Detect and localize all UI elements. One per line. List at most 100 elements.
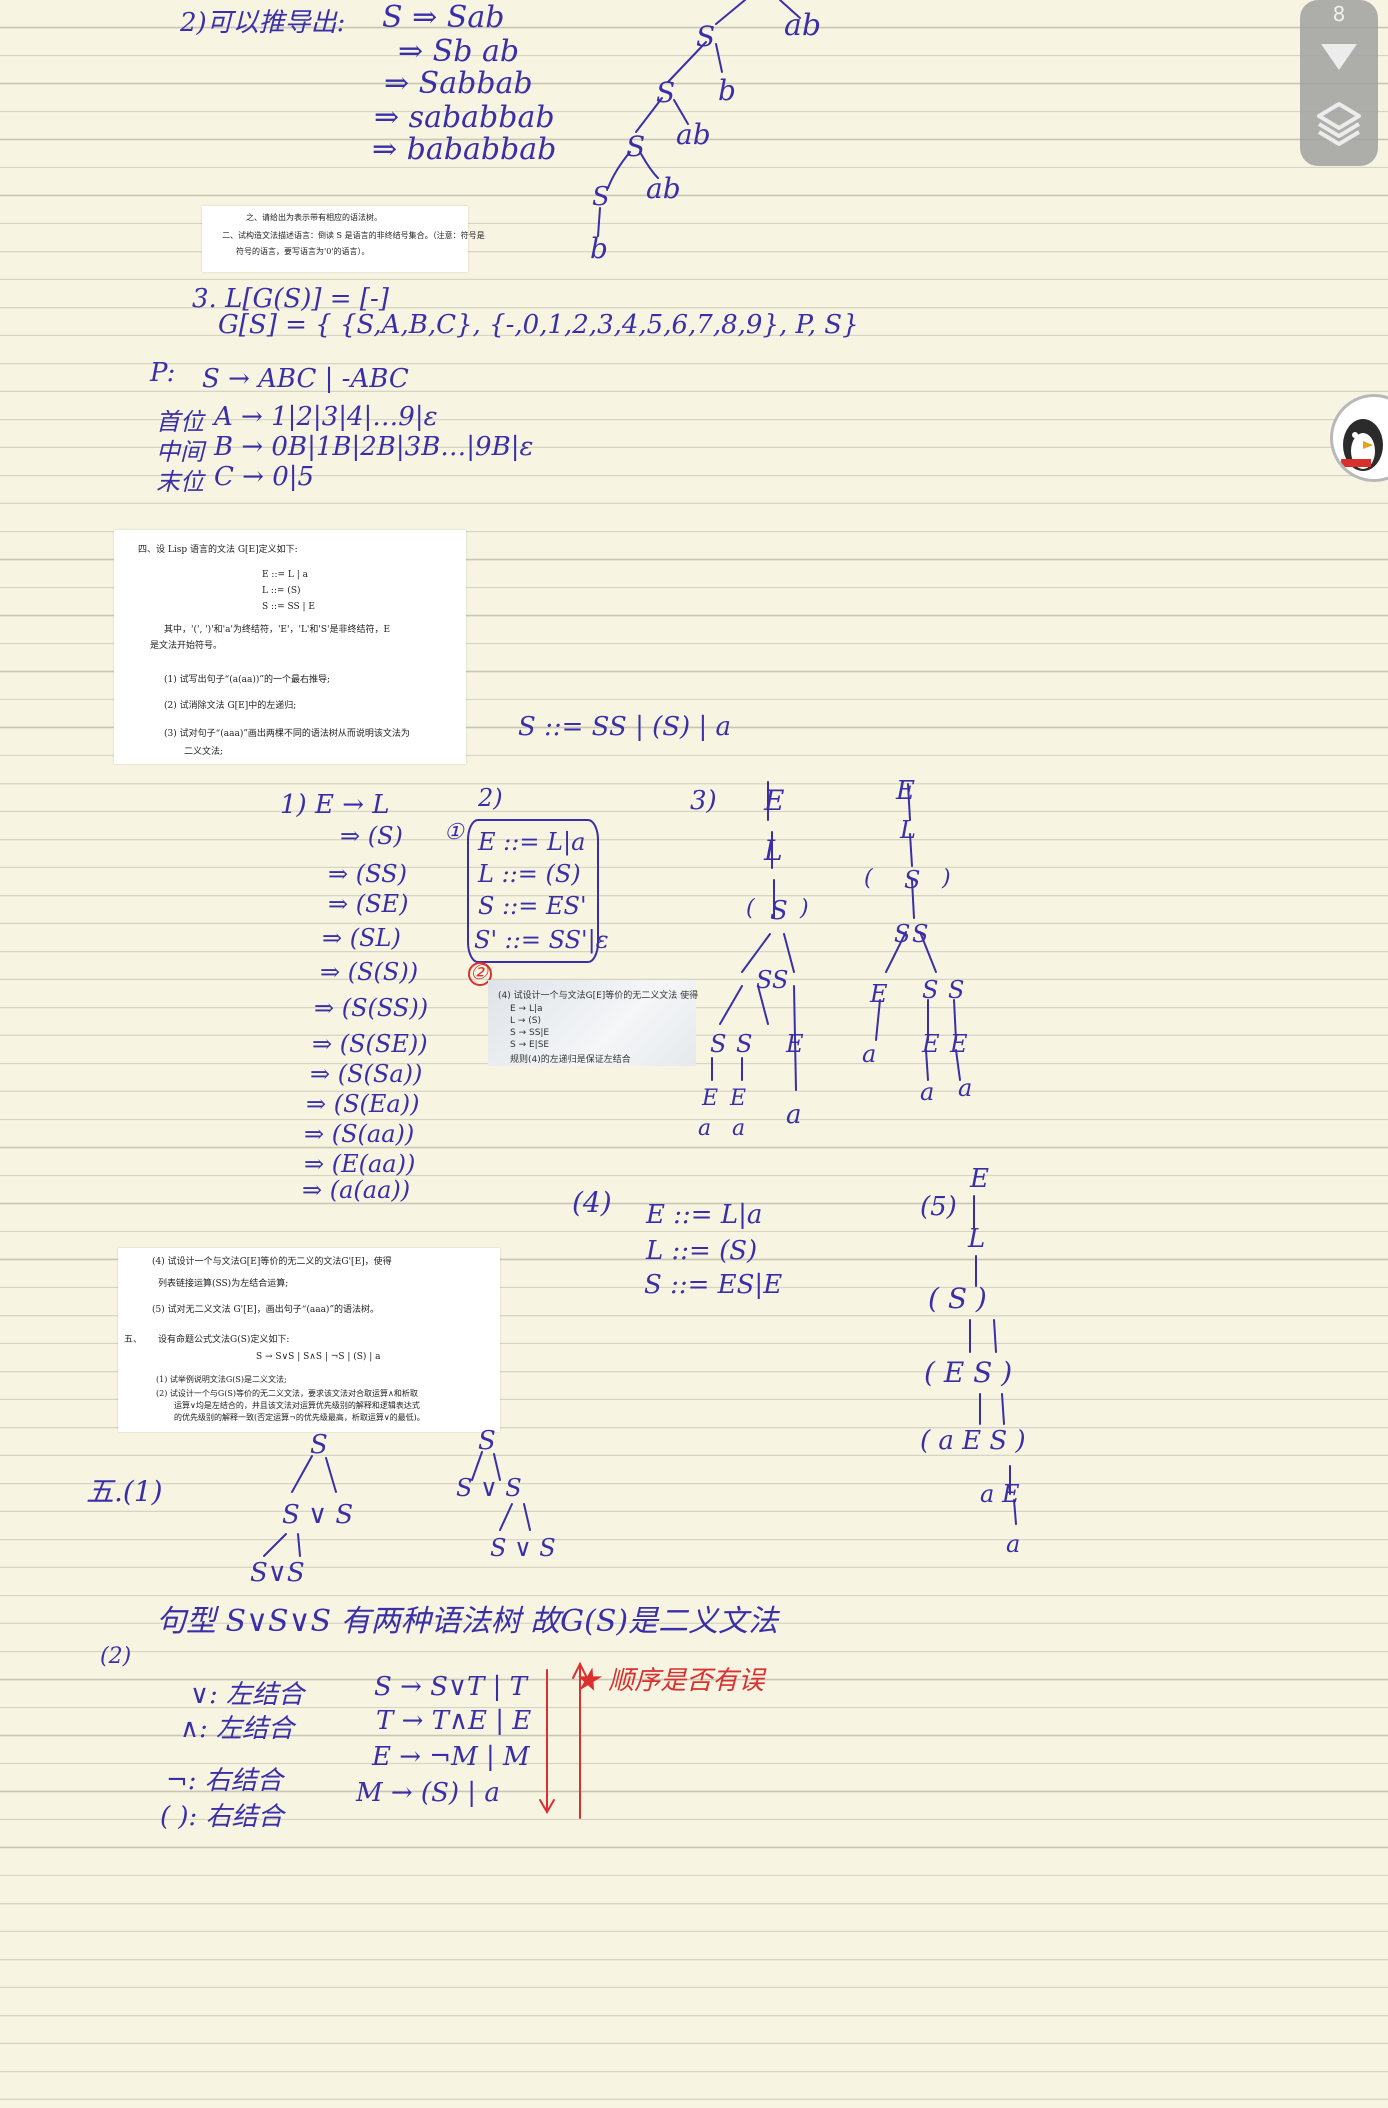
tree-node: b <box>590 232 608 265</box>
tree-node: ( a E S ) <box>920 1426 1026 1456</box>
tree-node: S <box>772 966 789 994</box>
photo-text: S → E|SE <box>510 1040 550 1050</box>
p3-production-3: B → 0B|1B|2B|3B…|9B|ε <box>214 432 534 462</box>
tree-node: S ∨ S <box>456 1474 522 1502</box>
clip-text: (2) 试消除文法 G[E]中的左递归; <box>164 701 297 711</box>
tree-node: S <box>912 920 929 948</box>
tree-node: ( <box>864 866 873 891</box>
q2-circle-1: ① <box>444 820 464 845</box>
clip-text: 符号的语言，要写语言为'0'的语言）。 <box>236 247 370 256</box>
derivation-line-5: ⇒ bababbab <box>372 132 557 167</box>
p3-production-1: S → ABC | -ABC <box>202 364 409 394</box>
p3-side-mark: 末位 <box>156 468 204 496</box>
clip-text: S ::= SS | E <box>262 602 315 612</box>
tree-node: S ∨ S <box>490 1534 556 1562</box>
clip-text: E ::= L | a <box>262 570 308 580</box>
tree-node: L <box>764 834 783 867</box>
derivation-line-1: S ⇒ Sab <box>382 0 505 35</box>
pasted-question-clip-3: (4) 试设计一个与文法G[E]等价的无二义的文法G'[E]，使得 列表链接运算… <box>118 1248 500 1432</box>
tree-node: ) <box>800 896 809 921</box>
tree-node: E <box>730 1086 747 1111</box>
clip-text: (5) 试对无二义文法 G'[E]，画出句子“(aaa)”的语法树。 <box>152 1305 380 1315</box>
tree-node: a <box>920 1078 935 1106</box>
tree-node: S <box>656 76 676 109</box>
q1-step: ⇒ (S(S)) <box>320 958 419 986</box>
tree-node: a <box>732 1116 746 1141</box>
tree-node: a <box>786 1100 802 1130</box>
tree-node: a <box>698 1116 712 1141</box>
q1-step: ⇒ (SL) <box>322 924 401 952</box>
pasted-question-clip-1: 之、请给出为表示带有相应的语法树。 二、试构造文法描述语言：倒读 S 是语言的非… <box>202 206 485 272</box>
tree-node: S <box>770 896 788 926</box>
assoc-item: ¬: 右结合 <box>166 1766 283 1796</box>
clip-text: 二、试构造文法描述语言：倒读 S 是语言的非终结号集合。（注意：符号是 <box>222 231 485 240</box>
five-label: 五.(1) <box>86 1475 163 1508</box>
p3-p-label: P: <box>150 358 176 388</box>
tree-node: S <box>592 182 610 212</box>
production: E → ¬M | M <box>372 1742 530 1772</box>
tree-node: S <box>626 130 646 163</box>
photo-text: S → SS|E <box>510 1028 550 1038</box>
derivation-line-2: ⇒ Sb ab <box>398 34 520 69</box>
clip-text: (4) 试设计一个与文法G[E]等价的无二义的文法G'[E]，使得 <box>152 1257 392 1267</box>
q2-rule-3: S ::= ES' <box>478 892 587 920</box>
clip-text: 的优先级别的解释一致(否定运算¬的优先级最高，析取运算∨的最低)。 <box>174 1413 425 1422</box>
tree-node: ) <box>942 866 951 891</box>
q1-step: ⇒ (S) <box>340 822 403 850</box>
tree-node: S ∨ S <box>282 1500 354 1530</box>
p3-language: 3. L[G(S)] = [-] <box>192 284 389 314</box>
clip-text: (1) 试举例说明文法G(S)是二义文法; <box>156 1375 287 1384</box>
q1-step: ⇒ (S(SS)) <box>314 994 429 1022</box>
photo-text: (4) 试设计一个与文法G[E]等价的无二义文法 使得 <box>498 991 699 1001</box>
clip-text: 设有命题公式文法G(S)定义如下: <box>158 1335 290 1345</box>
pasted-question-clip-2: 四、设 Lisp 语言的文法 G[E]定义如下: E ::= L | a L :… <box>114 530 466 764</box>
tree-node: b <box>718 74 736 107</box>
layers-icon[interactable] <box>1314 98 1364 148</box>
photo-text: 规则(4)的左递归是保证左结合 <box>510 1055 631 1065</box>
tree-node: S <box>310 1430 328 1460</box>
p3-side-mark: 首位 <box>156 408 204 436</box>
tree-node: S <box>756 966 773 994</box>
q2-label: 2) <box>478 784 503 812</box>
clip-text: 四、设 Lisp 语言的文法 G[E]定义如下: <box>138 545 298 555</box>
q2-rule-1: E ::= L|a <box>478 828 586 856</box>
clip-text: 运算∨均是左结合的，并且该文法对运算优先级别的解释和逻辑表达式 <box>174 1401 420 1410</box>
tree-node: L <box>968 1224 986 1254</box>
pasted-photo: (4) 试设计一个与文法G[E]等价的无二义文法 使得 E → L|a L → … <box>488 980 699 1066</box>
clip-text: S → S∨S | S∧S | ¬S | (S) | a <box>256 1352 381 1362</box>
q5-label: (5) <box>920 1192 957 1222</box>
tree-node: S <box>710 1030 727 1058</box>
chevron-down-icon[interactable] <box>1321 44 1357 70</box>
q1-step: ⇒ (SS) <box>328 860 407 888</box>
tree-node: E <box>970 1164 989 1194</box>
tree-node: S <box>736 1030 753 1058</box>
q3-label: 3) <box>690 786 717 816</box>
q2-rule-4: S' ::= SS'|ε <box>474 926 609 954</box>
tree-node: S <box>904 866 921 894</box>
photo-text: L → (S) <box>510 1016 542 1026</box>
assoc-item: ∧: 左结合 <box>180 1714 295 1744</box>
clip-text: 是文法开始符号。 <box>150 641 223 651</box>
tree-node: a <box>958 1074 973 1102</box>
tree-node: L <box>900 816 916 844</box>
clip-text: L ::= (S) <box>262 586 301 596</box>
q4-rule-3: S ::= ES|E <box>644 1270 783 1300</box>
clip-text: 其中，'(', ')'和'a'为终结符，'E'，'L'和'S'是非终结符，E <box>164 625 391 635</box>
tree-node: E <box>870 980 888 1008</box>
tree-node: E <box>896 776 915 806</box>
clip-text: 之、请给出为表示带有相应的语法树。 <box>246 213 382 222</box>
p3-production-2: A → 1|2|3|4|…9|ε <box>214 402 438 432</box>
avatar[interactable] <box>1330 394 1388 482</box>
tree-node: S <box>948 976 965 1004</box>
tree-node: ( E S ) <box>924 1356 1013 1389</box>
clip-text: 二义文法; <box>184 747 224 757</box>
q1-label: 1) E → L <box>280 790 390 820</box>
q2-rule-2: L ::= (S) <box>478 860 581 888</box>
photo-text: E → L|a <box>510 1004 543 1014</box>
assoc-item: ( ): 右结合 <box>160 1802 284 1832</box>
clip-text: 五、 <box>124 1335 143 1345</box>
penguin-icon <box>1341 419 1383 471</box>
production: M → (S) | a <box>356 1778 500 1808</box>
q1-step: ⇒ (SE) <box>328 890 409 918</box>
tree-node: ab <box>784 8 822 43</box>
